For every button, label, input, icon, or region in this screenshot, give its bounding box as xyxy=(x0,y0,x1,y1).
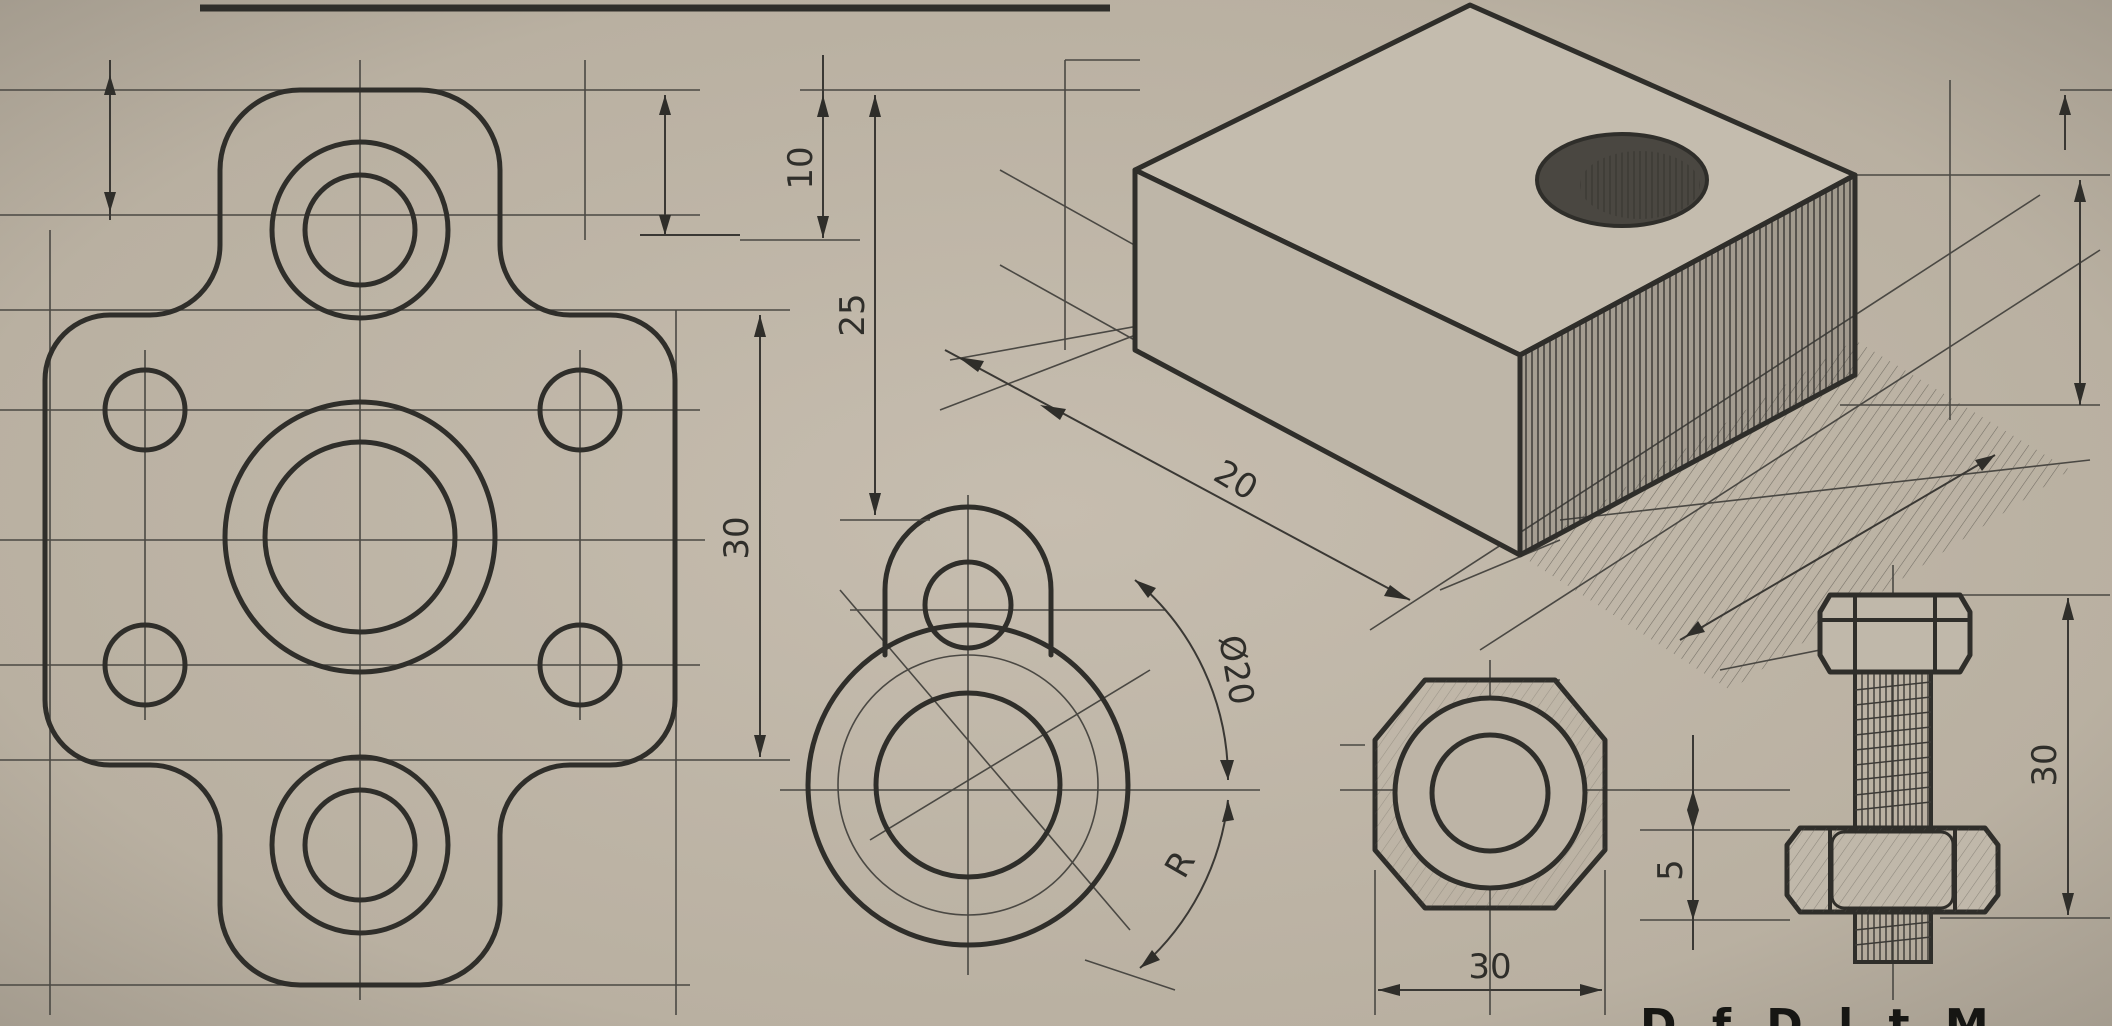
lug-height-label: 25 xyxy=(833,293,873,336)
flange-height-label: 30 xyxy=(717,516,757,559)
title-signature: D f D l t M xyxy=(1640,1000,1999,1026)
hex-nut-view: 30 xyxy=(1340,660,1650,1015)
bolt-length-label: 30 xyxy=(2025,743,2065,786)
lug-ring-view: Ø20 R 25 10 xyxy=(740,55,1262,991)
nut-thickness-label: 5 xyxy=(1651,859,1691,881)
bolt-view: 5 30 xyxy=(1640,565,2110,1000)
flange-plate-view: 30 xyxy=(0,60,790,1015)
nut-width-label: 30 xyxy=(1468,947,1511,987)
top-offset-label: 10 xyxy=(781,146,821,189)
